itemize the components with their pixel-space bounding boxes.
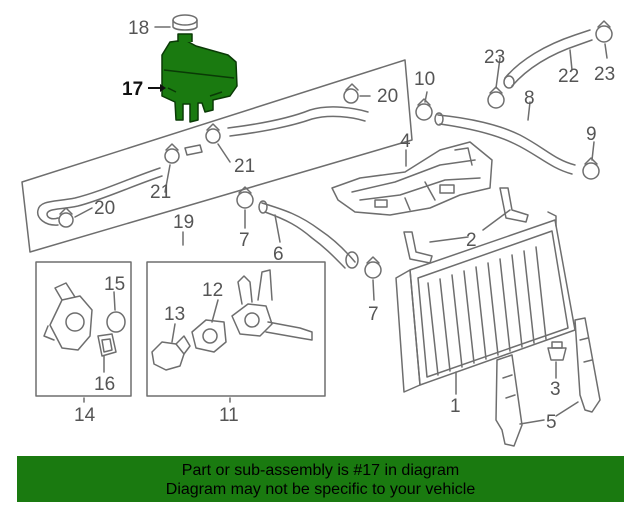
thermostat-13 — [151, 335, 191, 371]
callout-7-upper[interactable]: 7 — [239, 230, 250, 251]
clamp-9 — [582, 157, 600, 180]
radiator-bracket-upper — [499, 187, 529, 223]
thermostat-housing — [43, 282, 93, 351]
callout-1[interactable]: 1 — [450, 396, 461, 417]
upper-radiator-hose — [434, 112, 576, 175]
callout-15[interactable]: 15 — [104, 274, 125, 295]
clamp-7-lower — [364, 256, 382, 279]
callout-23-left[interactable]: 23 — [484, 47, 505, 68]
callout-17-arrowhead — [160, 84, 166, 92]
callout-6[interactable]: 6 — [273, 244, 284, 265]
callout-21-b[interactable]: 21 — [234, 156, 255, 177]
air-baffle — [331, 141, 493, 216]
water-outlet-box — [146, 261, 326, 397]
callout-22[interactable]: 22 — [558, 66, 579, 87]
callout-16[interactable]: 16 — [94, 374, 115, 395]
callout-10[interactable]: 10 — [414, 69, 435, 90]
clamp-10 — [415, 98, 433, 121]
callout-4[interactable]: 4 — [400, 131, 411, 152]
info-banner: Part or sub-assembly is #17 in diagram D… — [17, 456, 624, 502]
clamp-21-a — [164, 143, 180, 164]
hose-connector — [184, 144, 203, 156]
water-outlet — [231, 269, 313, 341]
bypass-hose-lower — [37, 167, 163, 226]
air-deflector-right — [574, 317, 601, 413]
callout-18[interactable]: 18 — [128, 18, 149, 39]
banner-line-2: Diagram may not be specific to your vehi… — [165, 481, 476, 498]
air-deflector-left — [495, 354, 523, 447]
clamp-23-left — [487, 86, 505, 109]
gasket-12 — [191, 319, 227, 353]
gasket-16 — [97, 333, 117, 357]
cooling-system-diagram: 18 17 20 20 21 21 19 10 8 9 23 22 23 4 2… — [21, 14, 615, 447]
callout-14[interactable]: 14 — [74, 405, 96, 426]
callout-12[interactable]: 12 — [202, 280, 223, 301]
radiator-insulator — [547, 341, 567, 361]
clamp-7-upper — [236, 186, 254, 209]
callout-5[interactable]: 5 — [546, 412, 557, 433]
hose-group-panel — [21, 59, 413, 253]
callout-3[interactable]: 3 — [550, 379, 561, 400]
thermostat-housing-box — [35, 261, 132, 397]
clamp-23-right — [595, 20, 613, 43]
callout-9[interactable]: 9 — [586, 124, 597, 145]
callout-23-right[interactable]: 23 — [594, 64, 615, 85]
callout-21-a[interactable]: 21 — [150, 182, 171, 203]
callout-2[interactable]: 2 — [466, 230, 477, 251]
callout-7-lower[interactable]: 7 — [368, 304, 379, 325]
lower-radiator-hose — [258, 200, 359, 269]
bypass-hose-upper — [227, 106, 369, 137]
clamp-21-b — [205, 123, 221, 144]
clamp-20-upper — [343, 83, 359, 104]
coolant-reservoir-highlight — [161, 33, 238, 123]
reservoir-cap — [172, 14, 198, 31]
callout-8[interactable]: 8 — [524, 88, 535, 109]
callout-13[interactable]: 13 — [164, 304, 185, 325]
callout-17[interactable]: 17 — [122, 79, 143, 100]
overflow-hose — [503, 29, 593, 89]
callout-19[interactable]: 19 — [173, 212, 194, 233]
callout-20-lower[interactable]: 20 — [94, 198, 115, 219]
leader-lines — [74, 26, 608, 425]
callout-11[interactable]: 11 — [219, 405, 239, 426]
o-ring-15 — [106, 311, 126, 333]
radiator — [395, 211, 576, 393]
callout-20-upper[interactable]: 20 — [377, 86, 398, 107]
radiator-bracket-lower — [403, 231, 433, 264]
clamp-20-lower — [58, 207, 74, 228]
banner-line-1: Part or sub-assembly is #17 in diagram — [181, 462, 460, 479]
